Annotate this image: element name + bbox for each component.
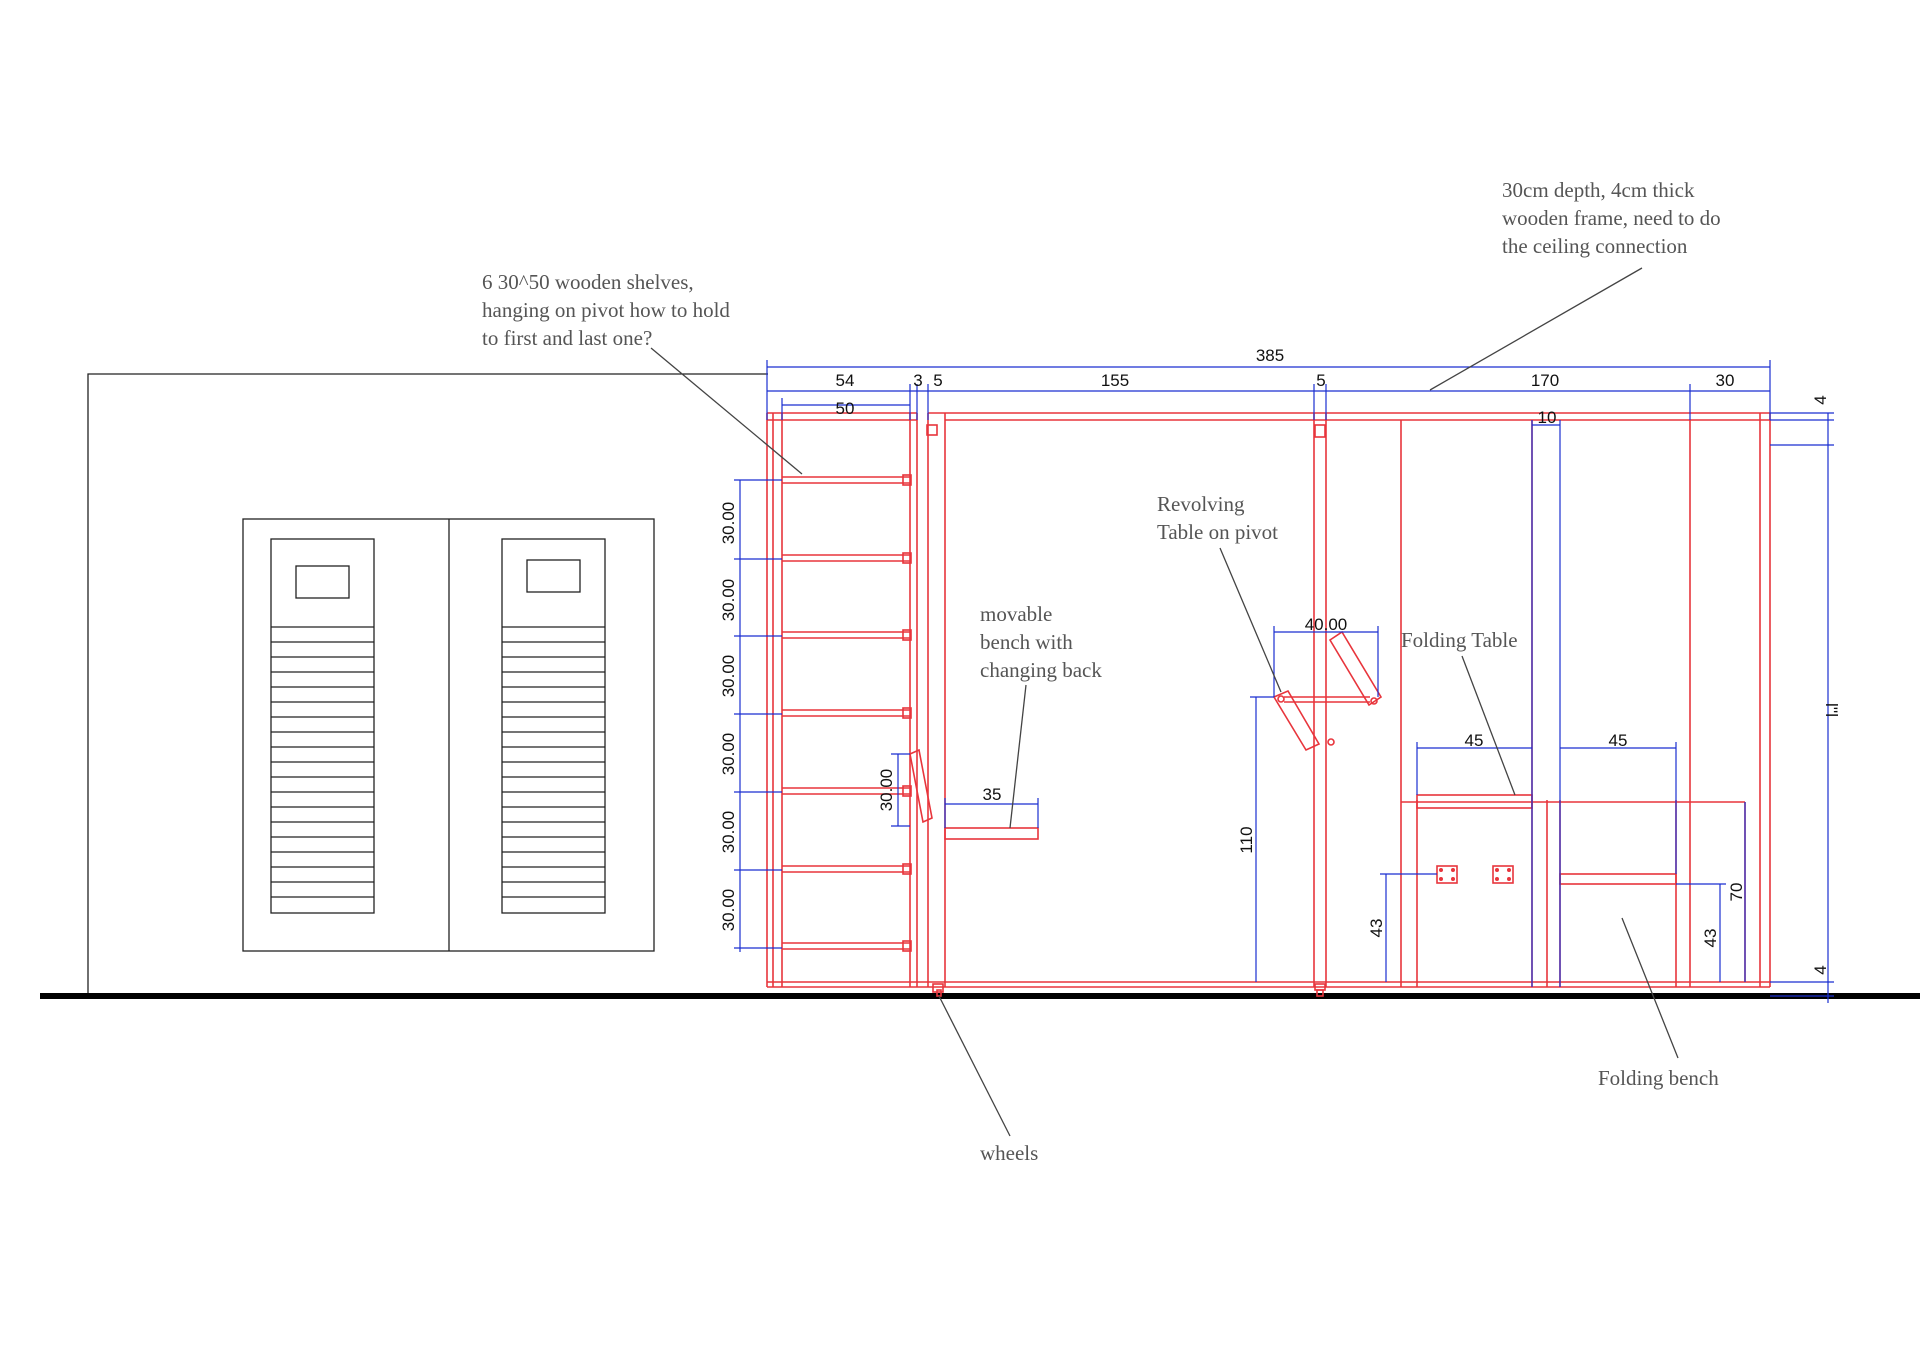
dim-50: 50 xyxy=(836,399,855,418)
existing-wall xyxy=(87,373,768,995)
annotations: 6 30^50 wooden shelves, hanging on pivot… xyxy=(482,178,1726,1165)
dim-5a: 5 xyxy=(933,371,942,390)
note-folding-table: Folding Table xyxy=(1401,628,1518,652)
cabinet-right xyxy=(501,538,606,914)
note-shelves: 6 30^50 wooden shelves, hanging on pivot… xyxy=(482,270,735,350)
revolving-table xyxy=(1272,630,1383,752)
cabinet-unit xyxy=(242,518,655,952)
shelf-pivot xyxy=(902,785,912,797)
shelf-pivot xyxy=(902,629,912,641)
dim-shelf-2: 30.00 xyxy=(719,579,738,622)
dim-54: 54 xyxy=(836,371,855,390)
shelf-pivot xyxy=(902,863,912,875)
shelf-pivot xyxy=(902,552,912,564)
dim-rev-width: 40.00 xyxy=(1305,615,1348,634)
shelf-pivot xyxy=(902,707,912,719)
dim-ft-width: 45 xyxy=(1465,731,1484,750)
dim-bench-back: 30.00 xyxy=(877,769,896,812)
hanging-shelves xyxy=(782,474,912,952)
movable-bench xyxy=(909,748,1039,840)
dim-rev-height: 110 xyxy=(1237,826,1256,853)
dim-155: 155 xyxy=(1101,371,1129,390)
note-folding-bench: Folding bench xyxy=(1598,1066,1719,1090)
wooden-frame xyxy=(766,412,1771,997)
note-revolving: Revolving Table on pivot xyxy=(1157,492,1278,544)
dim-table-height: 70 xyxy=(1727,883,1746,902)
note-frame: 30cm depth, 4cm thick wooden frame, need… xyxy=(1502,178,1726,258)
dim-shelf-6: 30.00 xyxy=(719,889,738,932)
folding-bench xyxy=(1559,873,1677,885)
dim-170: 170 xyxy=(1531,371,1559,390)
dim-bench-depth: 35 xyxy=(983,785,1002,804)
dim-shelf-5: 30.00 xyxy=(719,811,738,854)
dim-overall: 385 xyxy=(1256,346,1284,365)
shelf-pivot xyxy=(902,940,912,952)
dim-total-height: l''l xyxy=(1822,703,1841,717)
dim-30: 30 xyxy=(1716,371,1735,390)
cabinet-left xyxy=(270,538,375,914)
leader-lines xyxy=(650,267,1679,1137)
dim-4-bottom: 4 xyxy=(1811,965,1830,974)
dim-shelf-1: 30.00 xyxy=(719,502,738,545)
dim-3: 3 xyxy=(913,371,922,390)
dimension-labels: 385 54 3 5 155 5 170 30 50 10 4 4 l''l 3… xyxy=(719,346,1841,975)
dim-ft-height: 43 xyxy=(1367,919,1386,938)
dim-4-top: 4 xyxy=(1811,395,1830,404)
dim-fb-height: 43 xyxy=(1701,929,1720,948)
dim-shelf-4: 30.00 xyxy=(719,733,738,776)
dim-5b: 5 xyxy=(1316,371,1325,390)
dim-10: 10 xyxy=(1538,408,1557,427)
dim-fb-width: 45 xyxy=(1609,731,1628,750)
note-bench: movable bench with changing back xyxy=(980,602,1102,682)
dim-shelf-3: 30.00 xyxy=(719,655,738,698)
note-wheels: wheels xyxy=(980,1141,1038,1165)
folding-table xyxy=(1401,794,1746,982)
dimension-lines xyxy=(734,360,1834,1003)
shelf-pivot xyxy=(902,474,912,486)
